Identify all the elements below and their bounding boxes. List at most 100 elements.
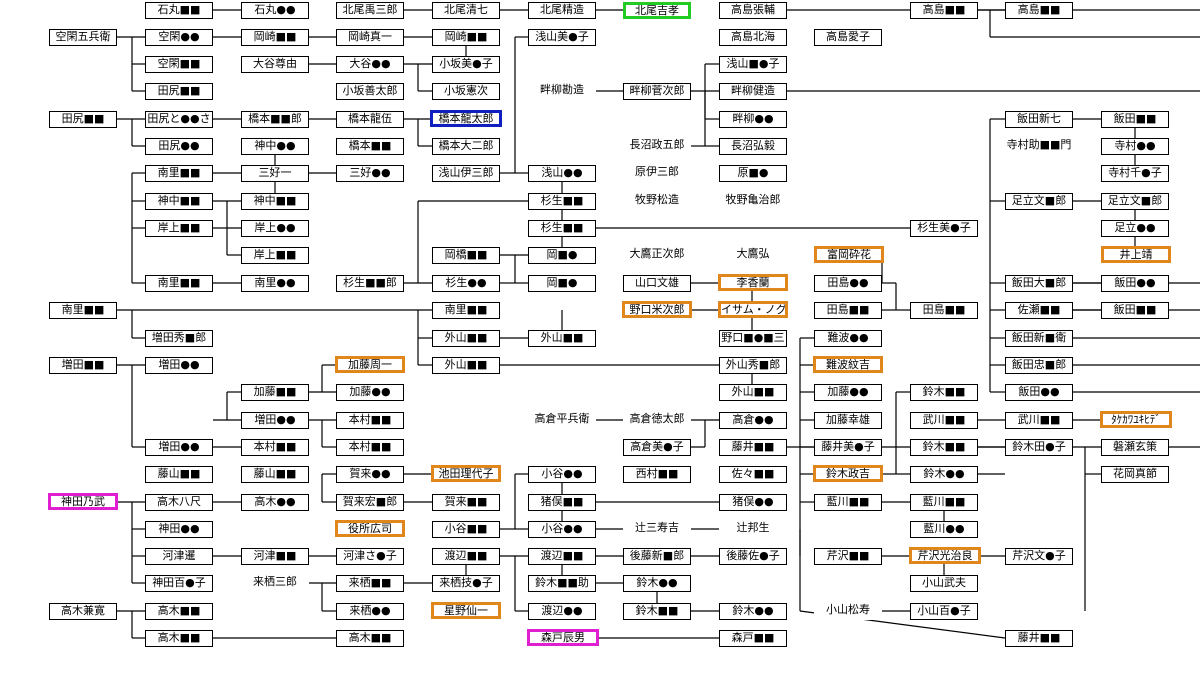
highlighted-person-node: 難波紋吉 — [813, 356, 883, 373]
highlighted-person-node: 役所広司 — [335, 520, 405, 537]
person-label: 来栖三郎 — [241, 575, 309, 592]
person-node: 高木●● — [241, 494, 309, 511]
highlighted-person-node: 橋本龍太郎 — [430, 110, 502, 127]
person-node: 藍川■■ — [910, 494, 978, 511]
person-node: 北尾禹三郎 — [336, 2, 404, 19]
person-node: 神中■■ — [241, 193, 309, 210]
person-node: 藤井美●子 — [814, 439, 882, 456]
person-node: 増田秀■郎 — [145, 330, 213, 347]
person-node: 空閑●● — [145, 29, 213, 46]
person-node: 畔柳菅次郎 — [623, 83, 691, 100]
person-node: 鈴木●● — [910, 466, 978, 483]
person-node: 橋本■■ — [336, 138, 404, 155]
person-node: 南里■■ — [145, 275, 213, 292]
person-node: 田島■■ — [814, 302, 882, 319]
highlighted-person-node: 野口米次郎 — [622, 301, 692, 318]
person-node: 高島■■ — [910, 2, 978, 19]
person-node: 藍川●● — [910, 521, 978, 538]
person-node: 岡崎真一 — [336, 29, 404, 46]
person-node: 岡崎■■ — [241, 29, 309, 46]
person-node: 橋本龍伍 — [336, 111, 404, 128]
person-label: 高倉平兵衛 — [528, 412, 596, 429]
person-node: 飯田忠■郎 — [1005, 357, 1073, 374]
person-node: 石丸●● — [241, 2, 309, 19]
person-node: 後藤佐●子 — [719, 548, 787, 565]
person-node: 佐々■■ — [719, 466, 787, 483]
person-node: 岡■● — [528, 275, 596, 292]
person-node: 小坂美●子 — [432, 56, 500, 73]
highlighted-person-node: 池田理代子 — [431, 465, 501, 482]
person-node: 外山■■ — [528, 330, 596, 347]
person-label: 辻邦生 — [719, 521, 787, 538]
person-node: 河津暹 — [145, 548, 213, 565]
person-node: 南里■■ — [49, 302, 117, 319]
person-node: 南里●● — [241, 275, 309, 292]
person-node: 鈴木●● — [719, 603, 787, 620]
person-node: 高木■■ — [336, 630, 404, 647]
person-node: 藤井■■ — [1005, 630, 1073, 647]
person-node: 森戸■■ — [719, 630, 787, 647]
person-label: 寺村助■■門 — [1005, 138, 1073, 155]
person-node: 加藤幸雄 — [814, 412, 882, 429]
person-node: 高倉美●子 — [623, 439, 691, 456]
person-node: 空閑■■ — [145, 56, 213, 73]
person-node: 増田●● — [145, 439, 213, 456]
person-node: 藍川■■ — [814, 494, 882, 511]
person-node: 空閑五兵衛 — [49, 29, 117, 46]
person-node: 藤井■■ — [719, 439, 787, 456]
person-node: 杉生■■ — [528, 193, 596, 210]
person-node: 後藤新■郎 — [623, 548, 691, 565]
person-node: 小坂善太郎 — [336, 83, 404, 100]
person-node: 小山武夫 — [910, 575, 978, 592]
person-node: 加藤●● — [814, 384, 882, 401]
person-node: 賀来■■ — [432, 494, 500, 511]
person-node: 南里■■ — [432, 302, 500, 319]
highlighted-person-node: 井上靖 — [1101, 246, 1171, 263]
person-node: 杉生●● — [432, 275, 500, 292]
person-node: 河津■■ — [241, 548, 309, 565]
highlighted-person-node: イサム・ノグチ — [718, 301, 788, 318]
person-node: 本村■■ — [336, 439, 404, 456]
person-node: 加藤■■ — [241, 384, 309, 401]
person-node: 浅山■●子 — [719, 56, 787, 73]
person-node: 小谷■■ — [432, 521, 500, 538]
person-node: 渡辺■■ — [432, 548, 500, 565]
person-node: 藤山■■ — [241, 466, 309, 483]
person-node: 高島張輔 — [719, 2, 787, 19]
person-node: 浅山●● — [528, 165, 596, 182]
highlighted-person-node: 鈴木政吉 — [813, 465, 883, 482]
person-node: 猪俣●● — [719, 494, 787, 511]
person-node: 田島●● — [814, 275, 882, 292]
highlighted-person-node: ﾀｹｶﾜﾕｷﾋﾃﾞ — [1100, 411, 1172, 428]
person-node: 北尾清七 — [432, 2, 500, 19]
person-node: 野口■●■三 — [719, 330, 787, 347]
person-node: 飯田大■郎 — [1005, 275, 1073, 292]
person-node: 杉生■■郎 — [336, 275, 404, 292]
person-node: 来栖■■ — [336, 575, 404, 592]
person-label: 小山松寿 — [814, 603, 882, 620]
person-label: 高倉徳太郎 — [623, 412, 691, 429]
person-node: 賀来●● — [336, 466, 404, 483]
person-node: 岡橋■■ — [432, 247, 500, 264]
person-node: 浅山美●子 — [528, 29, 596, 46]
person-node: 増田●● — [241, 412, 309, 429]
person-node: 外山■■ — [719, 384, 787, 401]
person-node: 本村■■ — [336, 412, 404, 429]
person-node: 田尻●● — [145, 138, 213, 155]
person-node: 賀来宏■郎 — [336, 494, 404, 511]
person-node: 神田●● — [145, 521, 213, 538]
highlighted-person-node: 森戸辰男 — [527, 629, 599, 646]
person-node: 花岡真節 — [1101, 466, 1169, 483]
person-node: 足立文■郎 — [1101, 193, 1169, 210]
person-node: 杉生■■ — [528, 220, 596, 237]
person-node: 山口文雄 — [623, 275, 691, 292]
person-node: 鈴木■■ — [910, 384, 978, 401]
person-node: 高島愛子 — [814, 29, 882, 46]
person-node: 神中●● — [241, 138, 309, 155]
highlighted-person-node: 星野仙一 — [431, 602, 501, 619]
person-label: 畔柳勘造 — [528, 83, 596, 100]
person-node: 来栖●● — [336, 603, 404, 620]
person-label: 牧野亀治郎 — [719, 193, 787, 210]
person-node: 飯田新■衛 — [1005, 330, 1073, 347]
person-node: 渡辺■■ — [528, 548, 596, 565]
